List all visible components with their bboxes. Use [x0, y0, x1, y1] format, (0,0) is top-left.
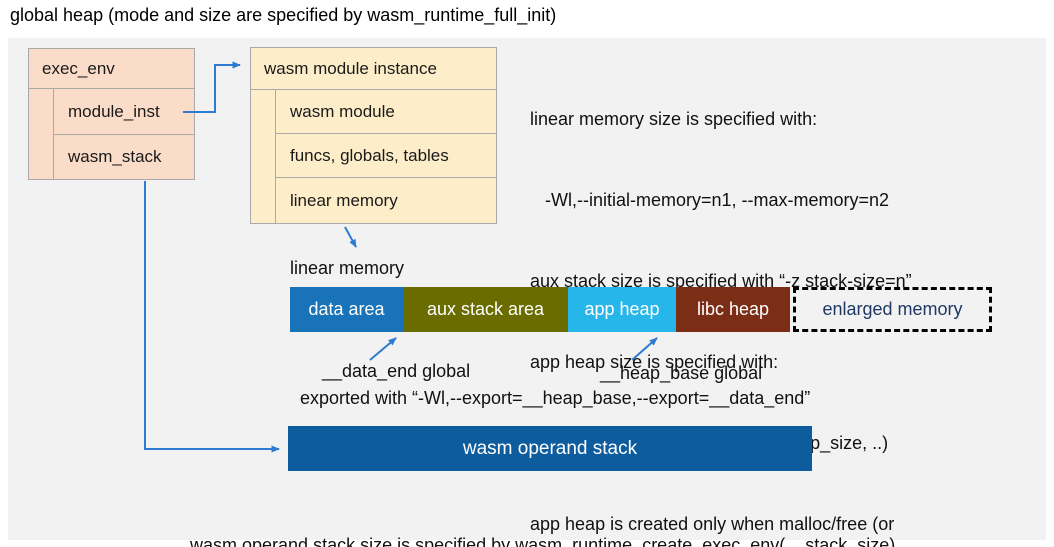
size-note-line: app heap size is specified with:: [530, 352, 779, 372]
wasm-stack-field: wasm_stack: [53, 134, 195, 180]
exported-with-label: exported with “-Wl,--export=__heap_base,…: [300, 388, 811, 408]
exec-env-box: exec_env module_inst wasm_stack: [28, 48, 195, 180]
size-note-line: -Wl,--initial-memory=n1, --max-memory=n2: [530, 190, 890, 210]
linear-memory-bar-label: linear memory: [290, 258, 405, 278]
wasm-operand-stack-bar: wasm operand stack: [288, 426, 812, 471]
stack-note-line: wasm operand stack size is specified by …: [190, 535, 896, 547]
app-heap-segment: app heap: [568, 287, 676, 332]
exec-env-label: exec_env: [29, 49, 194, 89]
linear-memory-field: linear memory: [275, 177, 497, 224]
diagram-title: global heap (mode and size are specified…: [10, 5, 557, 25]
heap-base-global-label: __heap_base global: [600, 363, 763, 383]
size-note-line: aux stack size is specified with “-z sta…: [530, 271, 912, 291]
wasm-module-instance-box: wasm module instance wasm module funcs, …: [250, 47, 497, 224]
data-end-global-label: __data_end global: [322, 361, 471, 381]
libc-heap-segment: libc heap: [676, 287, 790, 332]
linear-memory-bar: data area aux stack area app heap libc h…: [290, 287, 992, 332]
wasm-module-field: wasm module: [275, 89, 497, 134]
operand-stack-notes-text: wasm operand stack size is specified by …: [190, 478, 895, 547]
size-note-line: app heap is created only when malloc/fre…: [530, 514, 895, 534]
module-inst-field: module_inst: [53, 88, 195, 135]
data-area-segment: data area: [290, 287, 403, 332]
enlarged-memory-segment: enlarged memory: [793, 287, 992, 332]
wasm-module-instance-label: wasm module instance: [251, 48, 496, 90]
aux-stack-area-segment: aux stack area: [403, 287, 568, 332]
size-note-line: linear memory size is specified with:: [530, 109, 818, 129]
funcs-globals-tables-field: funcs, globals, tables: [275, 133, 497, 178]
